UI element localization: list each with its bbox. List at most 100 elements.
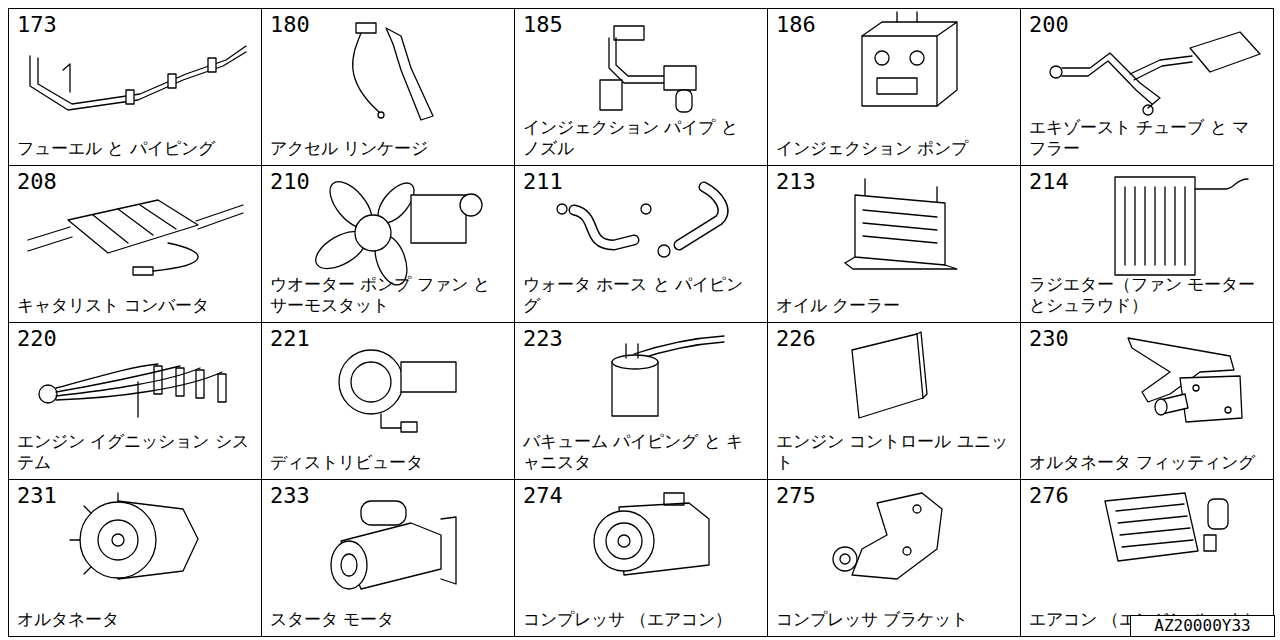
catalog-cell: 200 エキゾースト チューブ と マフラー (1020, 8, 1274, 166)
motor-end (341, 554, 357, 576)
cap (339, 350, 403, 414)
catalog-cell: 186インジェクション ポンプ (767, 8, 1021, 166)
callout-number: 275 (776, 484, 1012, 508)
rib (93, 205, 176, 243)
drawing-code: AZ20000Y33 (1154, 617, 1250, 635)
callout-number: 213 (776, 170, 1012, 194)
hose (574, 210, 634, 245)
fan-hub (355, 215, 391, 251)
plug (218, 374, 226, 402)
pipe (30, 52, 246, 110)
fitting (614, 26, 644, 40)
injection-pump-drawing (862, 12, 957, 106)
part-name: キャタリスト コンバータ (17, 295, 253, 316)
catalog-cell: 231オルタネータ (8, 479, 262, 637)
canister-drawing (612, 336, 724, 416)
catalog-cell: 213オイル クーラー (767, 165, 1021, 323)
hole (913, 505, 921, 513)
injection-pipe-drawing (600, 26, 696, 112)
part-name: エキゾースト チューブ と マフラー (1029, 117, 1265, 159)
pump-body (862, 36, 937, 106)
clip (168, 74, 176, 88)
catalog-cell: 210ウオーター ポンプ ファン と サーモスタット (261, 165, 515, 323)
callout-number: 276 (1029, 484, 1265, 508)
hose (679, 187, 723, 245)
distributor-drawing (339, 350, 456, 432)
pipe (38, 46, 246, 104)
catalog-cell: 275 コンプレッサ ブラケット (767, 479, 1021, 637)
clamp (641, 204, 651, 214)
callout-number: 233 (270, 484, 506, 508)
catalog-cell: 211ウォータ ホース と パイピング (514, 165, 768, 323)
coil (39, 385, 57, 403)
solenoid (361, 501, 406, 525)
part-name: コンプレッサ （エアコン） (523, 609, 759, 630)
callout-number: 226 (776, 327, 1012, 351)
callout-number: 211 (523, 170, 759, 194)
part-name: コンプレッサ ブラケット (776, 609, 1012, 630)
flange (1143, 105, 1153, 115)
fuel-pipe-drawing (30, 46, 246, 110)
part-name: ラジエター（ファン モーター とシュラウド） (1029, 274, 1265, 316)
pipe-end (1155, 399, 1167, 415)
clutch (594, 511, 654, 571)
port (910, 51, 924, 65)
exhaust-drawing (1050, 32, 1260, 115)
muffler (1190, 32, 1260, 72)
bracket (356, 23, 376, 33)
part-name: ウオーター ポンプ ファン と サーモスタット (270, 274, 506, 316)
base (845, 257, 957, 269)
pipe (1062, 61, 1152, 104)
pipe (1062, 53, 1160, 108)
fin (863, 210, 937, 243)
hole (903, 547, 911, 555)
catalog-cell: 230オルタネータ フィッティング (1020, 322, 1274, 480)
callout-number: 180 (270, 13, 506, 37)
body (401, 362, 456, 392)
pipe (196, 205, 243, 229)
condenser (1105, 493, 1198, 561)
tensioner (840, 554, 850, 564)
wire (56, 364, 222, 400)
callout-number: 231 (17, 484, 253, 508)
clip (126, 90, 134, 104)
pipe (609, 38, 664, 83)
pump-top (862, 22, 957, 106)
cable (353, 33, 379, 112)
part-name: アクセル リンケージ (270, 138, 506, 159)
pump-body (411, 195, 466, 243)
catalog-cell: 220エンジン イグニッション システム (8, 322, 262, 480)
part-name: スタータ モータ (270, 609, 506, 630)
catalog-cell: 208キャタリスト コンバータ (8, 165, 262, 323)
bracket-drawing (833, 493, 942, 579)
water-pump-drawing (310, 175, 482, 290)
hole (1193, 385, 1199, 391)
connector (133, 267, 153, 275)
pipe (616, 38, 664, 76)
connector (401, 422, 417, 432)
alternator-drawing (70, 493, 198, 579)
pipe (897, 12, 917, 22)
pipe (63, 64, 70, 92)
ecu-drawing (852, 332, 927, 418)
ecu (852, 334, 923, 418)
clutch (606, 523, 642, 559)
plug (137, 382, 138, 417)
port (626, 344, 638, 358)
callout-number: 221 (270, 327, 506, 351)
clamp (600, 80, 622, 110)
catalog-cell: 180 アクセル リンケージ (261, 8, 515, 166)
plug (154, 366, 162, 394)
ignition-drawing (39, 364, 226, 417)
oil-cooler-drawing (845, 179, 957, 269)
compressor-drawing (594, 493, 709, 575)
catalyst-drawing (28, 200, 243, 275)
hose (679, 187, 723, 245)
callout-number: 200 (1029, 13, 1265, 37)
catalog-cell: 214ラジエター（ファン モーター とシュラウド） (1020, 165, 1274, 323)
fin (1116, 504, 1193, 547)
bracket (852, 493, 942, 579)
receiver (1208, 499, 1228, 529)
callout-number: 173 (17, 13, 253, 37)
catalog-cell: 274コンプレッサ （エアコン） (514, 479, 768, 637)
